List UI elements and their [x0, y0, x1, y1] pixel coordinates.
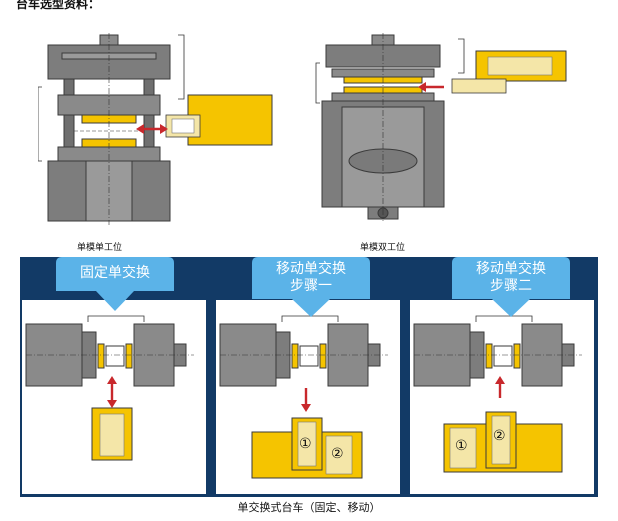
exchange-panels-container: ① ② ① ②: [20, 257, 598, 497]
single-mold-double-station-diagram: [315, 33, 567, 221]
callout-step: 步骤一: [290, 278, 332, 294]
figure-caption: 单交换式台车（固定、移动）: [237, 501, 381, 514]
mold-number-1: ①: [455, 438, 468, 454]
callout-title: 移动单交换: [476, 261, 546, 277]
diagram-caption-single-station: 单模单工位: [77, 243, 123, 253]
panel-mobile-exchange-step2: ① ②: [410, 300, 594, 494]
callout-step: 步骤二: [490, 278, 532, 294]
callout-mobile-exchange-step1: 移动单交换 步骤一: [252, 257, 370, 319]
panel-mobile-exchange-step1: ① ②: [216, 300, 400, 494]
single-mold-single-station-diagram: [38, 33, 273, 225]
fixed-exchange-diagram: [25, 315, 194, 461]
mobile-exchange-step1-diagram: [219, 315, 388, 479]
mobile-exchange-step2-diagram: [413, 315, 582, 473]
mold-number-1: ①: [299, 436, 312, 452]
callout-mobile-exchange-step2: 移动单交换 步骤二: [452, 257, 570, 319]
mold-number-2: ②: [331, 446, 344, 462]
callout-title: 移动单交换: [276, 261, 346, 277]
diagram-caption-double-station: 单模双工位: [360, 243, 406, 253]
panel-fixed-single-exchange: [22, 300, 206, 494]
section-heading: 台车选型资料：: [16, 0, 101, 11]
mold-number-2: ②: [493, 428, 506, 444]
callout-fixed-single-exchange: 固定单交换: [56, 257, 174, 313]
callout-title: 固定单交换: [80, 265, 150, 281]
